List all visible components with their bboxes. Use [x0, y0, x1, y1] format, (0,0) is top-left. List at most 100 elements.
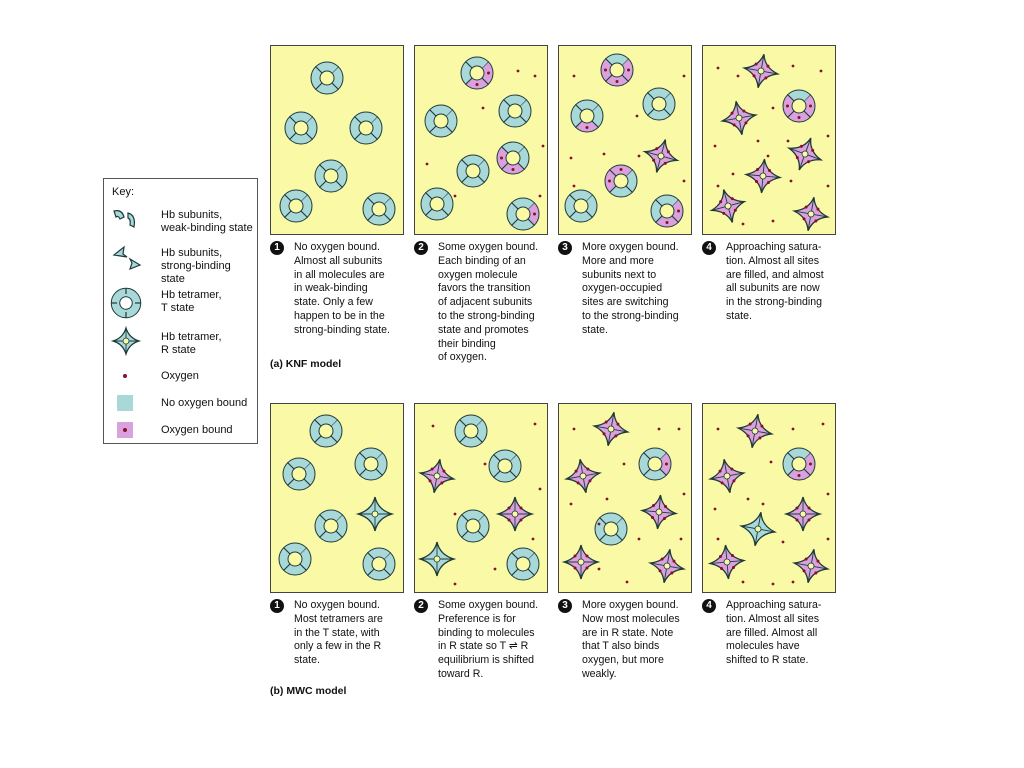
oxygen-dot: [789, 179, 793, 183]
mwc-panel-2: [414, 403, 548, 593]
mwc-model-label: (b) MWC model: [270, 685, 347, 697]
r-state-tetramer: [791, 548, 831, 584]
oxygen-dot: [716, 427, 720, 431]
oxygen-dot: [481, 106, 485, 110]
t-state-tetramer: [282, 457, 316, 491]
oxygen-dot: [736, 74, 740, 78]
caption-text: No oxygen bound. Most tetramers are in t…: [294, 599, 383, 667]
oxygen-dot: [572, 184, 576, 188]
knf-panel-2: [414, 45, 548, 235]
oxygen-dot: [682, 74, 686, 78]
t-state-tetramer: [424, 104, 458, 138]
oxygen-dot: [682, 492, 686, 496]
t-state-tetramer: [314, 509, 348, 543]
oxygen-dot: [533, 422, 537, 426]
t-state-tetramer: [506, 547, 540, 581]
t-state-tetramer: [454, 414, 488, 448]
oxygen-dot: [679, 537, 683, 541]
oxygen-dot-icon: [123, 374, 127, 378]
r-state-tetramer: [707, 458, 747, 494]
r-state-tetramer: [783, 496, 823, 532]
oxygen-dot: [597, 522, 601, 526]
oxygen-dot: [431, 424, 435, 428]
oxygen-dot: [731, 172, 735, 176]
oxygen-dot: [622, 462, 626, 466]
step-number: 4: [702, 599, 716, 613]
oxygen-dot: [483, 462, 487, 466]
oxygen-dot: [569, 156, 573, 160]
oxygen-dot: [637, 537, 641, 541]
oxygen-dot: [819, 69, 823, 73]
step-number: 2: [414, 241, 428, 255]
caption-text: Some oxygen bound. Preference is for bin…: [438, 599, 539, 680]
oxygen-dot: [453, 582, 457, 586]
oxygen-dot: [791, 427, 795, 431]
r-state-tetramer: [791, 196, 831, 232]
r-state-tetramer: [417, 541, 457, 577]
key-label-r-state: Hb tetramer, R state: [161, 331, 222, 356]
r-state-tetramer-icon: [110, 325, 142, 357]
r-state-tetramer: [735, 413, 775, 449]
t-state-tetramer: [488, 449, 522, 483]
t-state-tetramer: [498, 94, 532, 128]
oxygen-dot: [453, 512, 457, 516]
oxygen-dot: [713, 144, 717, 148]
strong-subunit-icon: [112, 245, 142, 271]
step-number: 1: [270, 599, 284, 613]
oxygen-dot: [425, 162, 429, 166]
oxygen-dot: [677, 427, 681, 431]
oxygen-dot: [453, 194, 457, 198]
t-state-tetramer: [604, 164, 638, 198]
t-state-tetramer: [782, 447, 816, 481]
knf-panel-3: [558, 45, 692, 235]
t-state-tetramer: [354, 447, 388, 481]
oxygen-dot: [531, 537, 535, 541]
t-state-tetramer: [362, 192, 396, 226]
knf-panel-4: [702, 45, 836, 235]
r-state-tetramer: [642, 139, 680, 173]
caption-text: No oxygen bound. Almost all subunits in …: [294, 241, 390, 336]
oxygen-dot: [771, 219, 775, 223]
oxygen-dot: [541, 144, 545, 148]
knf-panel-1: [270, 45, 404, 235]
t-state-tetramer: [349, 111, 383, 145]
t-state-tetramer: [460, 56, 494, 90]
step-number: 1: [270, 241, 284, 255]
oxygen-dot: [761, 502, 765, 506]
caption-text: Some oxygen bound. Each binding of an ox…: [438, 241, 539, 364]
key-label-no-oxygen: No oxygen bound: [161, 397, 248, 409]
mwc-panel-3: [558, 403, 692, 593]
key-legend: Key: Hb subunits, weak-binding state Hb …: [103, 178, 258, 444]
oxygen-bound-swatch-icon: [117, 422, 133, 438]
r-state-tetramer: [355, 496, 395, 532]
t-state-tetramer: [420, 187, 454, 221]
key-label-oxygen: Oxygen: [161, 370, 199, 382]
t-state-tetramer: [284, 111, 318, 145]
key-label-oxygen-bound: Oxygen bound: [161, 424, 233, 436]
key-label-t-state: Hb tetramer, T state: [161, 289, 222, 314]
t-state-tetramer: [600, 53, 634, 87]
r-state-tetramer: [647, 548, 687, 584]
t-state-tetramer: [456, 509, 490, 543]
oxygen-dot: [625, 580, 629, 584]
oxygen-dot: [572, 74, 576, 78]
r-state-tetramer: [417, 458, 457, 494]
t-state-tetramer: [506, 197, 540, 231]
step-number: 3: [558, 599, 572, 613]
oxygen-dot: [713, 507, 717, 511]
oxygen-dot: [771, 582, 775, 586]
knf-model-label: (a) KNF model: [270, 358, 342, 370]
mwc-panel-1: [270, 403, 404, 593]
t-state-tetramer: [638, 447, 672, 481]
oxygen-dot: [716, 66, 720, 70]
oxygen-dot: [756, 139, 760, 143]
oxygen-dot: [533, 74, 537, 78]
t-state-tetramer: [650, 194, 684, 228]
r-state-tetramer: [707, 544, 747, 580]
t-state-tetramer: [362, 547, 396, 581]
r-state-tetramer: [719, 100, 759, 136]
oxygen-dot: [826, 134, 830, 138]
oxygen-dot: [766, 154, 770, 158]
t-state-tetramer: [642, 87, 676, 121]
weak-subunit-icon: [113, 210, 135, 228]
